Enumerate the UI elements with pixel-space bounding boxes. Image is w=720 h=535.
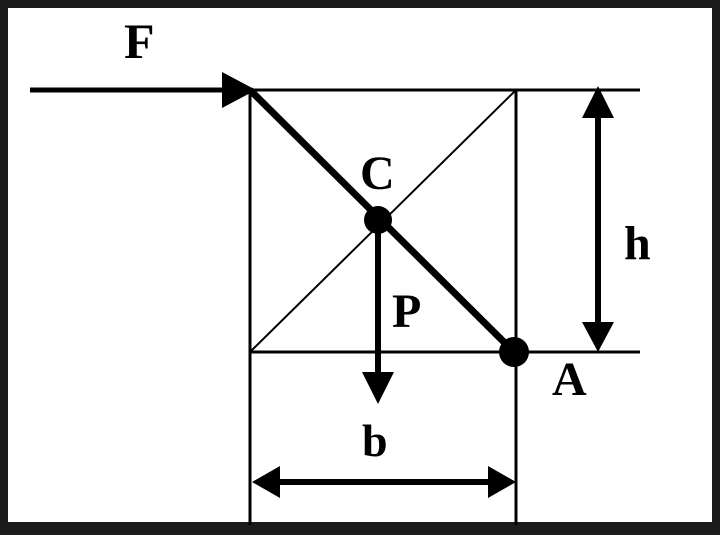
height-label: h <box>624 217 651 270</box>
width-label: b <box>362 415 388 466</box>
paper-background <box>8 8 712 522</box>
weight-arrow-head <box>362 372 394 404</box>
force-arrow-head <box>222 72 256 108</box>
weight-label: P <box>392 285 422 338</box>
pivot-label: A <box>552 353 587 406</box>
width-arrow-left <box>252 466 280 498</box>
width-arrow-right <box>488 466 516 498</box>
center-of-mass-point <box>364 206 392 234</box>
center-label: C <box>360 147 395 200</box>
height-arrow-bottom <box>582 322 614 352</box>
pivot-point <box>499 337 529 367</box>
force-label: F <box>124 13 155 69</box>
height-arrow-top <box>582 86 614 118</box>
